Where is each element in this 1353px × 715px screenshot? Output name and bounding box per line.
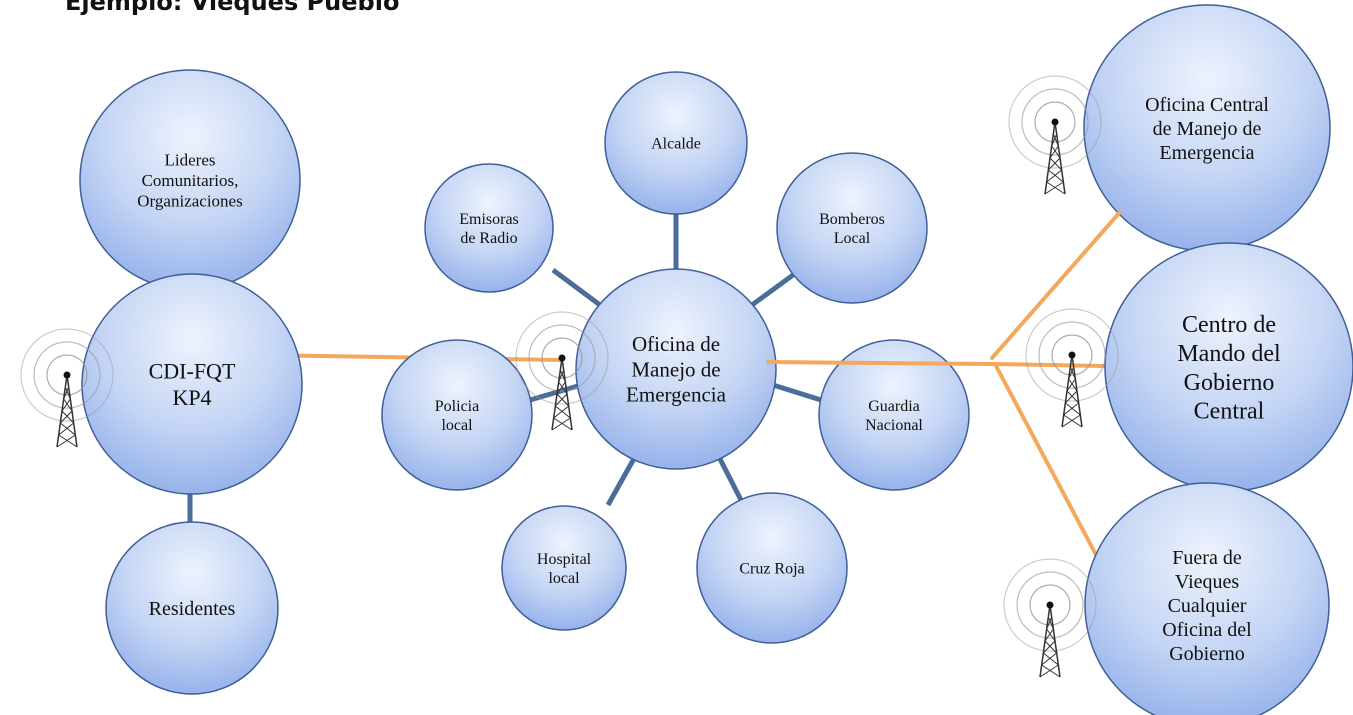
- node-policia-label-line: Policia: [435, 398, 479, 415]
- node-emisoras: Emisoras de Radio: [424, 163, 554, 293]
- node-bomberos-label-line: Bomberos: [819, 211, 885, 228]
- link-cruzroja-oficina: [715, 453, 745, 504]
- node-lideres-label-line: Lideres: [165, 151, 216, 170]
- node-fuera-label-line: Cualquier: [1168, 595, 1247, 617]
- node-oficina-label-line: Emergencia: [626, 383, 727, 407]
- node-fuera-label-line: Fuera de: [1172, 547, 1242, 569]
- link-policia-oficina: [529, 383, 579, 403]
- node-policia: Policia local: [381, 339, 533, 491]
- node-cdi-label-line: CDI-FQT: [149, 359, 236, 384]
- radio-link-oficina-junction: [766, 360, 997, 366]
- node-fuera-circle: [1084, 482, 1330, 715]
- node-policia-circle: [381, 339, 533, 491]
- node-bomberos-circle: [776, 152, 928, 304]
- node-centro-label-line: Gobierno: [1184, 370, 1275, 396]
- node-emisoras-circle: [424, 163, 554, 293]
- node-centro-circle: [1104, 242, 1353, 492]
- link-hospital-oficina: [605, 453, 639, 507]
- node-hospital-label-line: local: [548, 570, 580, 587]
- node-residentes: Residentes: [105, 521, 279, 695]
- node-hospital-label-line: Hospital: [537, 551, 592, 568]
- radio-tower-icon: [515, 311, 609, 431]
- node-emisoras-label-line: de Radio: [460, 230, 517, 247]
- node-centro-label-line: Centro de: [1182, 312, 1276, 338]
- radio-link-junction-fuera: [993, 362, 1105, 570]
- node-fuera-label-line: Vieques: [1175, 571, 1240, 593]
- link-guardia-oficina: [772, 382, 822, 403]
- node-central-label-line: Emergencia: [1159, 142, 1254, 164]
- radio-tower-icon: [1003, 558, 1097, 678]
- node-policia-label-line: local: [441, 417, 473, 434]
- radio-tower-icon: [20, 328, 114, 448]
- node-guardia-label-line: Guardia: [868, 398, 920, 415]
- link-emisoras-oficina: [551, 267, 602, 308]
- node-centro-label-line: Central: [1194, 399, 1265, 425]
- radio-link-junction-centro: [993, 362, 1105, 368]
- node-oficina-label-line: Oficina de: [632, 332, 720, 356]
- node-fuera-label-line: Oficina del: [1162, 619, 1252, 641]
- node-cruzroja: Cruz Roja: [696, 492, 848, 644]
- node-cruzroja-circle: [696, 492, 848, 644]
- node-cruzroja-label-line: Cruz Roja: [739, 561, 804, 578]
- node-lideres-label-line: Organizaciones: [137, 191, 242, 210]
- node-central-label-line: Oficina Central: [1145, 94, 1269, 116]
- node-alcalde-circle: [604, 71, 748, 215]
- node-residentes-circle: [105, 521, 279, 695]
- node-cdi-circle: [81, 273, 303, 495]
- node-residentes-label-line: Residentes: [149, 598, 236, 620]
- node-central-label-line: de Manejo de: [1153, 118, 1262, 140]
- page-title: Ejemplo: Vieques Pueblo: [65, 0, 400, 16]
- radio-link-junction-central: [990, 210, 1122, 360]
- node-centro-label-line: Mando del: [1177, 341, 1281, 367]
- radio-tower-icon: [1025, 308, 1119, 428]
- node-hospital-circle: [501, 505, 627, 631]
- node-cdi-label-line: KP4: [172, 385, 211, 410]
- node-fuera-label-line: Gobierno: [1169, 643, 1245, 665]
- node-oficina-label-line: Manejo de: [631, 357, 720, 381]
- node-bomberos-label-line: Local: [834, 230, 871, 247]
- node-alcalde-label-line: Alcalde: [651, 136, 701, 153]
- node-oficina-circle: [575, 268, 777, 470]
- node-lideres-label-line: Comunitarios,: [142, 171, 239, 190]
- link-bomberos-oficina: [750, 272, 795, 308]
- node-guardia-label-line: Nacional: [865, 417, 923, 434]
- radio-tower-icon: [1008, 75, 1102, 195]
- node-hospital: Hospital local: [501, 505, 627, 631]
- node-guardia-circle: [818, 339, 970, 491]
- node-emisoras-label-line: Emisoras: [459, 211, 519, 228]
- node-alcalde: Alcalde: [604, 71, 748, 215]
